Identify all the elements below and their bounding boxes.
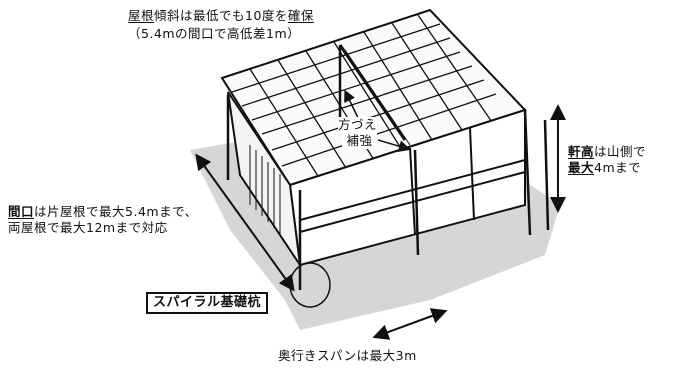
eave-limit: 4mまで: [594, 160, 642, 175]
frontage-note: 両屋根で最大12mまで対応: [8, 220, 168, 235]
span-label: 奥行きスパンは最大3m: [278, 348, 417, 363]
secure-word: 確保: [287, 8, 314, 23]
roof-slope-note: （5.4mの間口で高低差1m）: [128, 26, 301, 41]
frontage-label: 間口は片屋根で最大5.4mまで、 両屋根で最大12mまで対応: [8, 204, 198, 236]
posts: [226, 45, 550, 290]
roof-grid: [231, 14, 497, 177]
max-word: 最大: [568, 160, 595, 175]
roof-slope-label: 屋根傾斜は最低でも10度を確保 （5.4mの間口で高低差1m）: [128, 8, 314, 42]
span-arrow: [372, 308, 448, 340]
brace-label: 方づえ 補強: [338, 117, 378, 149]
frontage-text: は片屋根で最大5.4mまで、: [34, 204, 198, 219]
brace-line1: 方づえ: [338, 117, 378, 133]
eave-word: 軒高: [568, 144, 595, 159]
eave-text: は山側で: [594, 144, 647, 159]
roof-word: 屋根: [128, 8, 155, 23]
eave-height-label: 軒高は山側で 最大4mまで: [568, 144, 646, 176]
frontage-word: 間口: [8, 204, 35, 219]
frontage-arrow: [195, 153, 295, 292]
foundation-label: スパイラル基礎杭: [146, 292, 269, 314]
brace-line2: 補強: [342, 133, 378, 149]
roof-slope-text: 傾斜は最低でも10度を: [154, 8, 288, 23]
